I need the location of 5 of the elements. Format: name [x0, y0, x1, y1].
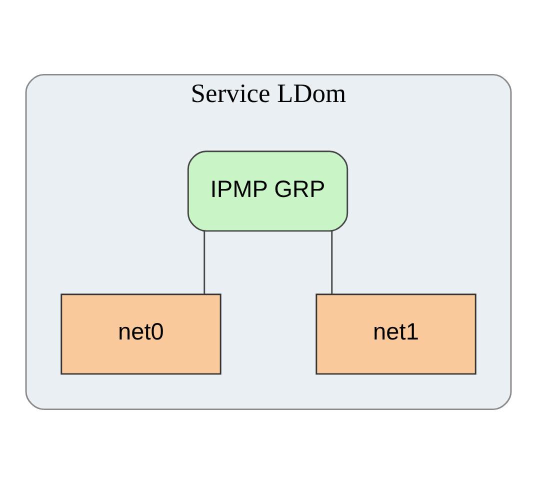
- connector: [331, 230, 333, 294]
- connector: [204, 230, 206, 294]
- node-box: IPMP GRP: [187, 150, 348, 232]
- node-box: net1: [316, 293, 476, 374]
- node-box: net0: [60, 293, 222, 374]
